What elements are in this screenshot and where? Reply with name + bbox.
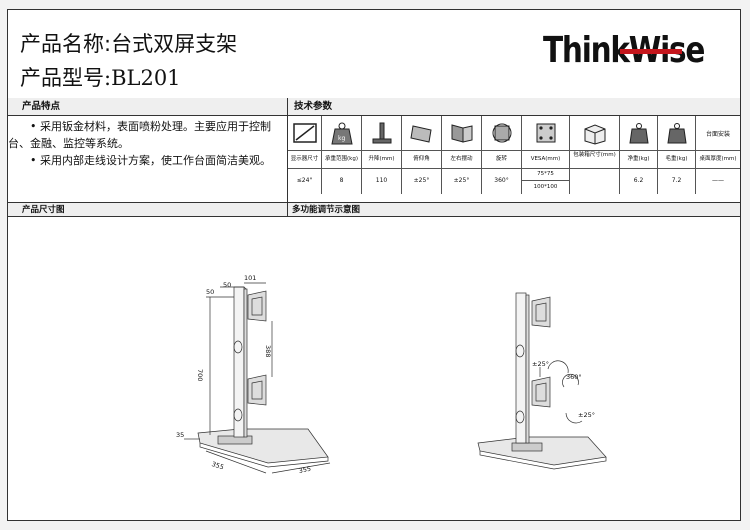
rotate-label: 360° [566, 373, 582, 381]
rotate-icon [482, 116, 522, 150]
dim-50-left: 50 [206, 288, 214, 296]
product-model: 产品型号:BL201 [20, 66, 181, 90]
vesa-icon [522, 116, 570, 150]
adjustment-drawing [477, 292, 607, 470]
feature-item: • 采用内部走线设计方案，使工作台面简洁美观。 [30, 154, 271, 167]
package-icon [570, 116, 620, 150]
feature-item: • 采用钣金材料，表面喷粉处理。主要应用于控制台、金融、监控等系统。 [8, 120, 271, 150]
specs-value-row: ≤24" 8 110 ±25° ±25° 360° 75*75 100*100 … [288, 168, 740, 194]
spec-label: 毛重(kg) [658, 150, 696, 168]
spec-label: 旋转 [482, 150, 522, 168]
dim-388: 388 [264, 345, 272, 357]
swivel-icon [442, 116, 482, 150]
features-title: 产品特点 [8, 98, 287, 116]
dim-50-mid: 50 [223, 281, 231, 289]
spec-label: 左右摆动 [442, 150, 482, 168]
logo-accent-bar [620, 49, 682, 54]
spec-label: VESA(mm) [522, 150, 570, 168]
dimension-drawing [184, 282, 331, 474]
drawing-section-header: 产品尺寸图 多功能调节示意图 [8, 202, 740, 217]
spec-label: 净重(kg) [620, 150, 658, 168]
spec-value [570, 168, 620, 194]
dim-101: 101 [244, 274, 256, 282]
spec-label: 升降(mm) [362, 150, 402, 168]
column-divider [287, 98, 288, 214]
spec-label: 桌面厚度(mm) [699, 156, 737, 162]
specs-label-row: 显示器尺寸 承重范围(kg) 升降(mm) 俯仰角 左右摆动 旋转 VESA(m… [288, 150, 740, 169]
spec-value: ≤24" [288, 168, 322, 194]
spec-label: 承重范围(kg) [322, 150, 362, 168]
specs-title: 技术参数 [288, 98, 740, 116]
net-weight-icon [620, 116, 658, 150]
spec-value: 110 [362, 168, 402, 194]
screen-size-icon [288, 116, 322, 150]
specs-icon-row: kg [288, 116, 740, 151]
spec-sheet: 产品名称:台式双屏支架 产品型号:BL201 ThinkWise 产品特点 技术… [7, 9, 741, 521]
dim-355-right: 355 [298, 465, 312, 475]
spec-label: 包装箱尺寸(mm) [570, 150, 620, 168]
adjust-title: 多功能调节示意图 [292, 205, 361, 215]
spec-value: 100*100 [533, 184, 558, 190]
spec-value: ±25° [442, 168, 482, 194]
features-text: • 采用钣金材料，表面喷粉处理。主要应用于控制台、金融、监控等系统。 • 采用内… [8, 118, 286, 169]
spec-value: 75*75 [522, 168, 569, 181]
swivel-label: ±25° [578, 411, 595, 419]
spec-value: 360° [482, 168, 522, 194]
spec-label: 显示器尺寸 [288, 150, 322, 168]
dim-355-left: 355 [211, 460, 225, 471]
tilt-label: ±25° [532, 360, 549, 368]
header: 产品名称:台式双屏支架 产品型号:BL201 ThinkWise [8, 10, 740, 99]
column-divider [287, 203, 288, 217]
spec-value: —— [712, 177, 724, 184]
kg-label: kg [338, 135, 345, 142]
desk-mount-header: 台面安装 [705, 130, 730, 138]
dim-35: 35 [176, 431, 184, 439]
drawings: 50 50 101 700 388 35 355 355 [176, 274, 607, 475]
spec-label: 俯仰角 [402, 150, 442, 168]
spec-value: 8 [322, 168, 362, 194]
dim-700: 700 [196, 369, 204, 381]
gross-weight-icon [658, 116, 696, 150]
spec-value: ±25° [402, 168, 442, 194]
load-weight-icon: kg [322, 116, 362, 150]
vesa-values: 75*75 100*100 [522, 168, 570, 194]
drawing-area: 50 50 101 700 388 35 355 355 [8, 217, 740, 520]
adjustment-labels: ±25° 360° ±25° [532, 360, 595, 419]
dimension-title: 产品尺寸图 [22, 205, 65, 215]
dimension-labels: 50 50 101 700 388 35 355 355 [176, 274, 312, 475]
tilt-icon [402, 116, 442, 150]
lift-icon [362, 116, 402, 150]
spec-value: 6.2 [620, 168, 658, 194]
spec-value: 7.2 [658, 168, 696, 194]
product-name: 产品名称:台式双屏支架 [20, 32, 238, 56]
